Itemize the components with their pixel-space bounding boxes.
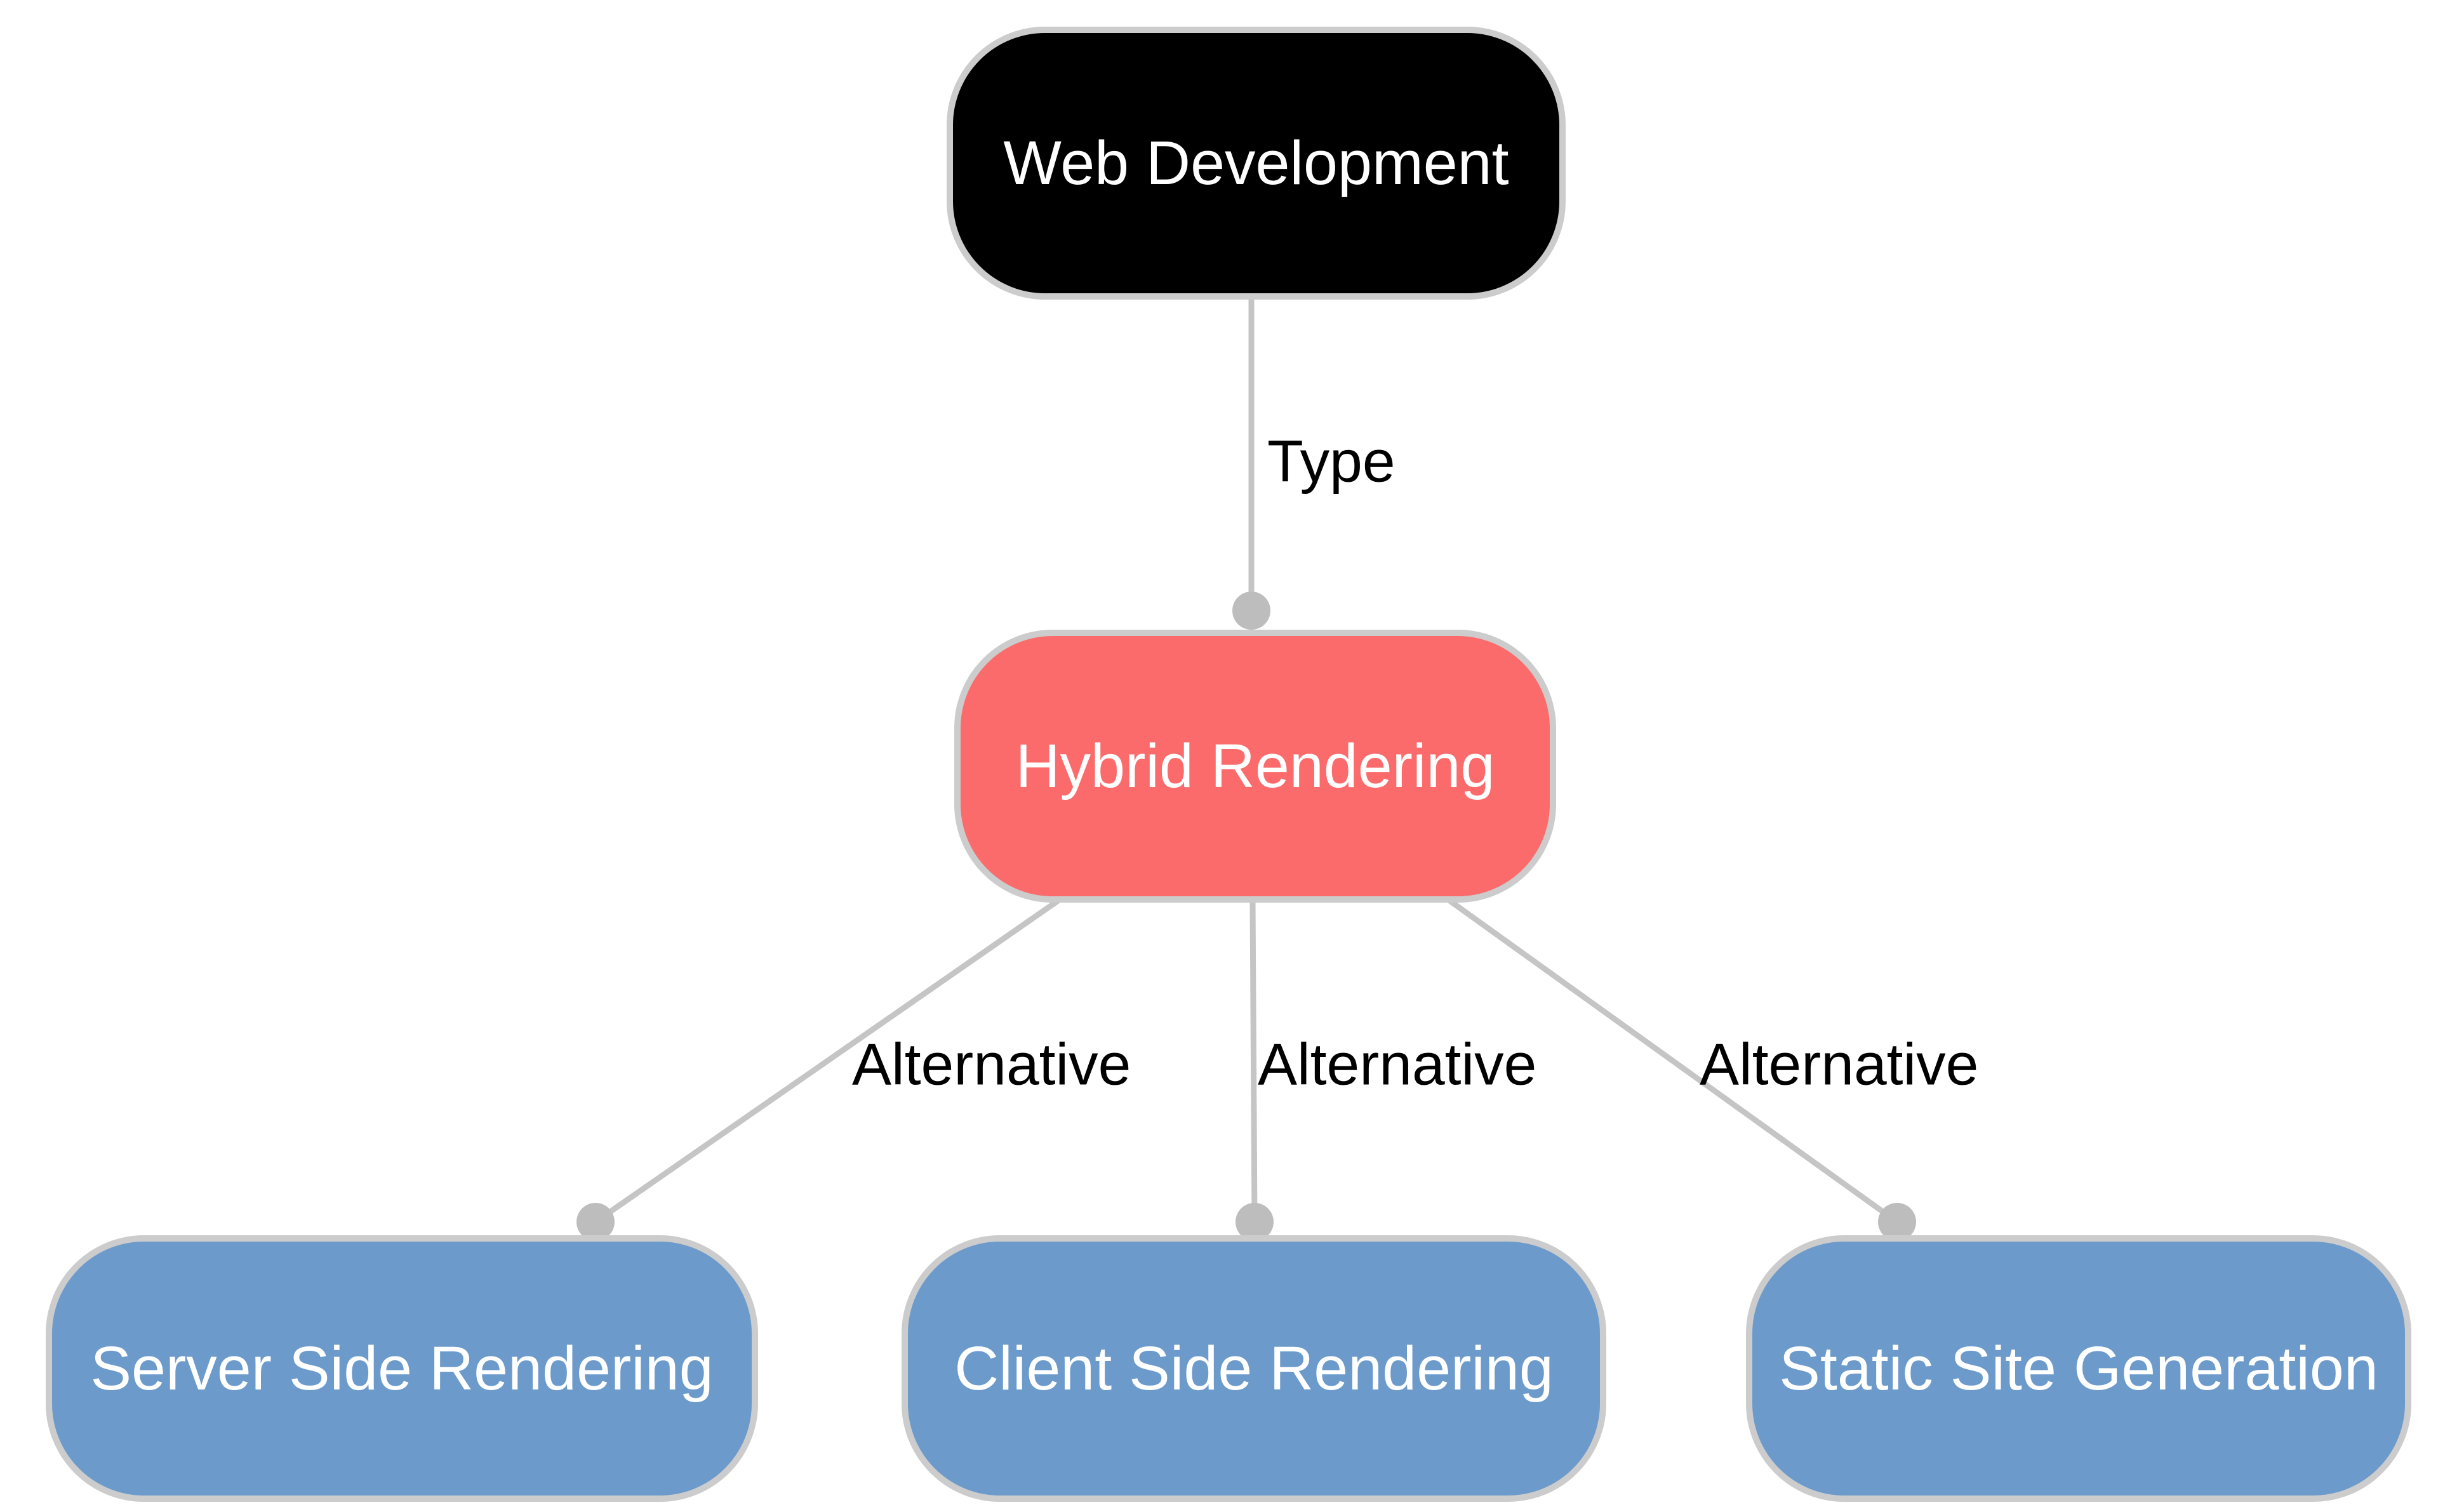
node-server-side-rendering-label: Server Side Rendering [90,1334,714,1403]
node-client-side-rendering-label: Client Side Rendering [954,1334,1554,1403]
node-hybrid-rendering-label: Hybrid Rendering [1015,731,1495,801]
edge-alternative-2 [1249,901,1258,1223]
node-server-side-rendering: Server Side Rendering [46,1235,758,1502]
edge-label-alternative-2: Alternative [1258,1031,1537,1098]
node-static-site-generation-label: Static Site Generation [1779,1334,2378,1403]
edge-label-alternative-1: Alternative [852,1031,1131,1098]
edge-label-alternative-3: Alternative [1700,1031,1979,1098]
edge-alternative-3 [1447,898,1899,1224]
node-web-development: Web Development [947,27,1566,300]
edge-alternative-3-endpoint-dot [1878,1203,1916,1241]
node-hybrid-rendering: Hybrid Rendering [954,630,1556,903]
node-web-development-label: Web Development [1003,128,1509,198]
node-static-site-generation: Static Site Generation [1746,1235,2411,1502]
edge-alternative-1-endpoint-dot [576,1203,615,1241]
edge-alternative-2-endpoint-dot [1236,1203,1274,1241]
node-client-side-rendering: Client Side Rendering [902,1235,1606,1502]
edge-label-type: Type [1267,428,1396,494]
edge-type-endpoint-dot [1232,592,1270,630]
edge-alternative-1 [594,898,1061,1224]
